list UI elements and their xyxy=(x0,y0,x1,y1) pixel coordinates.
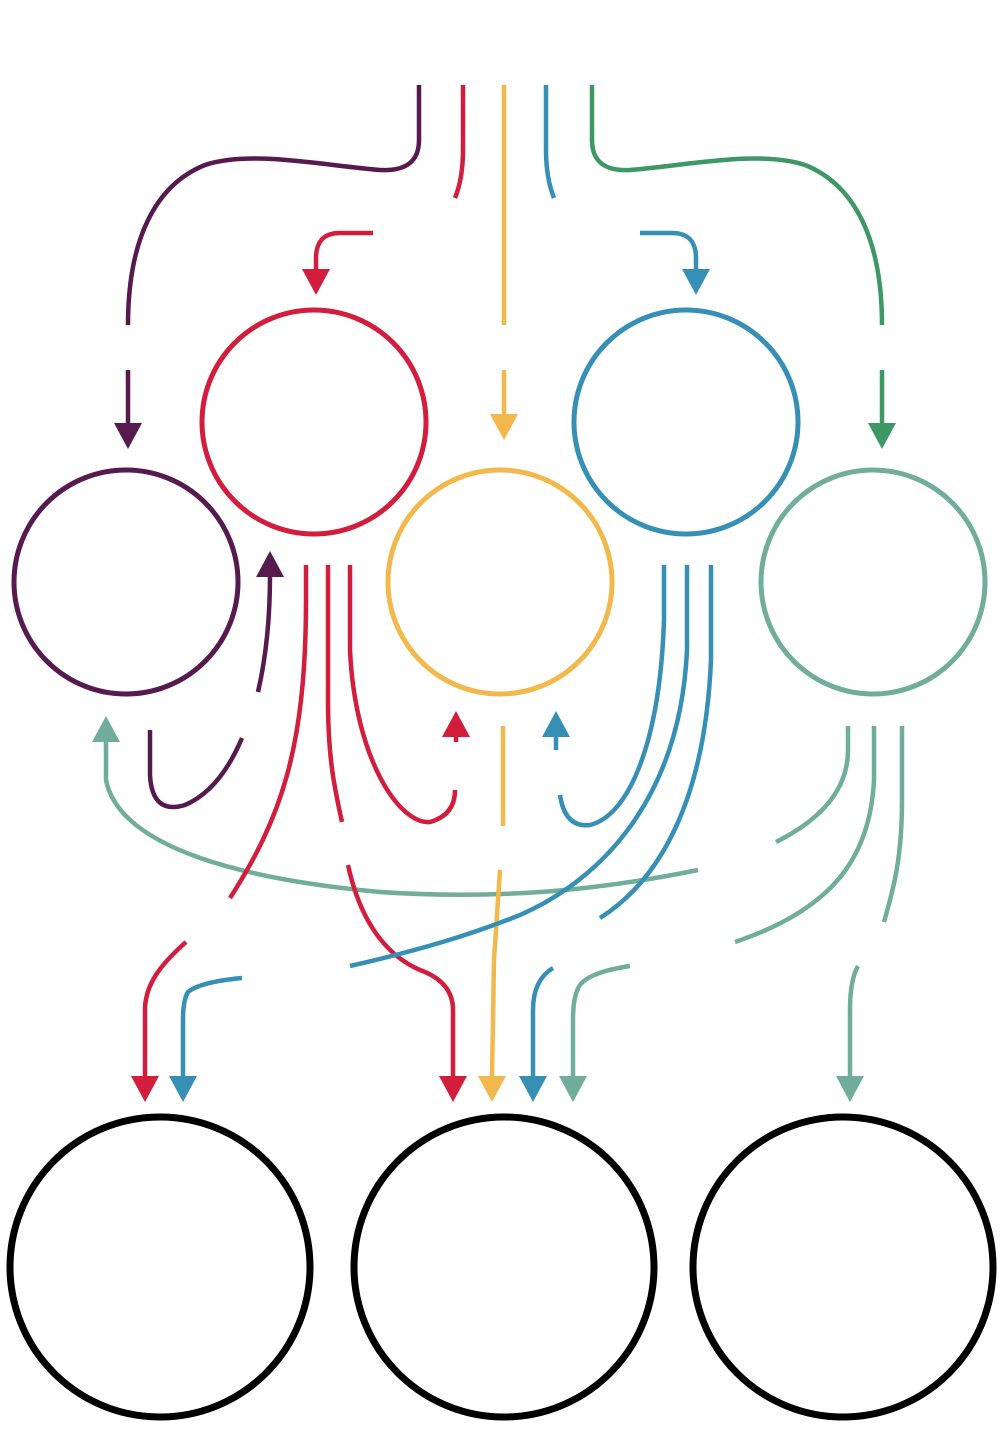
flow-blue-to-output-left xyxy=(349,565,690,969)
arrow-head-green xyxy=(868,423,896,449)
flow-teal-to-output-center-lower xyxy=(570,963,631,1078)
flow-input-blue xyxy=(543,85,557,199)
flow-red-to-output-left xyxy=(228,565,309,900)
middle-nodes xyxy=(11,307,988,697)
arrow-head-blue-output-center xyxy=(519,1076,547,1102)
cross-flows xyxy=(92,551,905,1102)
flow-blue-to-output-left-lower xyxy=(180,975,243,1078)
arrow-head-teal-to-purple xyxy=(92,716,120,742)
top-arrows xyxy=(114,230,896,449)
flow-input-purple-to-purple xyxy=(125,85,422,326)
arrow-head-blue-top xyxy=(682,269,710,295)
flow-input-red xyxy=(452,85,466,199)
flow-teal-to-output-center xyxy=(734,726,877,945)
flow-teal-to-output-right-lower xyxy=(847,964,860,1078)
arrow-head-blue-output-left xyxy=(169,1076,197,1102)
flow-teal-stub xyxy=(774,726,851,845)
node-output-center xyxy=(350,1113,658,1421)
node-output-left xyxy=(6,1113,314,1421)
node-blue xyxy=(571,307,801,537)
arrow-head-red-output-left xyxy=(131,1076,159,1102)
flow-purple-to-red xyxy=(255,574,273,693)
flow-blue-hook xyxy=(640,230,699,270)
flow-red-to-yellow xyxy=(347,565,458,825)
flow-blue-to-output-center xyxy=(598,565,714,920)
flow-blue-to-yellow xyxy=(557,565,667,828)
flow-purple-loop xyxy=(147,730,245,810)
node-yellow xyxy=(385,467,615,697)
arrow-head-teal-output-right xyxy=(836,1076,864,1102)
arrow-head-purple-to-red xyxy=(256,551,284,577)
output-nodes xyxy=(6,1113,997,1421)
arrow-head-purple xyxy=(114,423,142,449)
input-flows xyxy=(125,85,885,326)
arrow-head-red-output-center xyxy=(439,1076,467,1102)
flow-input-green-to-teal xyxy=(589,85,885,326)
arrow-head-red-to-yellow xyxy=(442,711,470,737)
arrow-head-red-top xyxy=(302,269,330,295)
flow-teal-to-output-right xyxy=(881,726,905,923)
flow-red-to-output-center xyxy=(325,565,345,823)
node-purple xyxy=(11,467,241,697)
arrow-head-yellow-output-center xyxy=(478,1076,506,1102)
flow-teal-to-purple xyxy=(103,740,699,898)
arrow-head-yellow xyxy=(490,414,518,440)
node-output-right xyxy=(689,1113,997,1421)
flow-red-to-output-center-lower xyxy=(345,864,456,1078)
arrow-head-blue-to-yellow xyxy=(542,711,570,737)
arrow-head-teal-output-center xyxy=(559,1076,587,1102)
node-teal xyxy=(758,467,988,697)
flow-red-to-output-left-lower xyxy=(142,940,188,1078)
flow-blue-to-output-center-lower xyxy=(530,966,555,1078)
flow-yellow-to-output-center xyxy=(489,869,503,1079)
flow-red-hook xyxy=(313,230,373,270)
node-red xyxy=(199,307,429,537)
